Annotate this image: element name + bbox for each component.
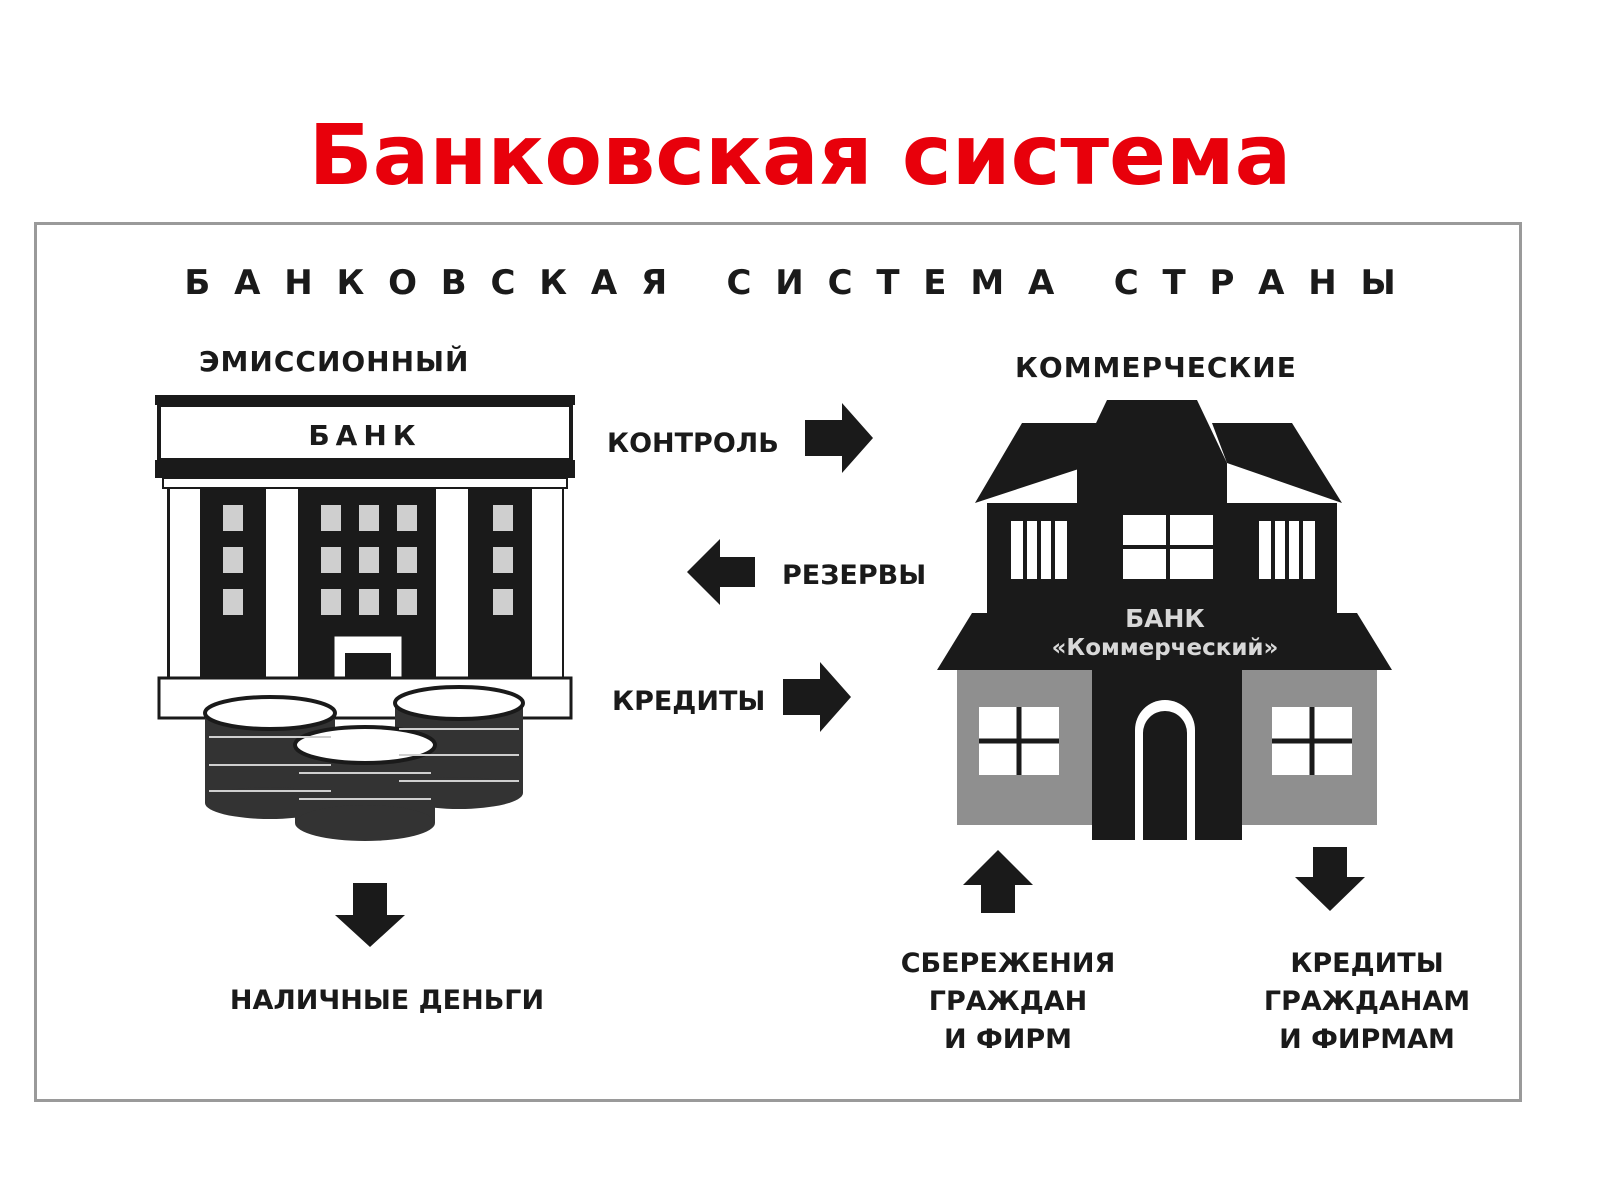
control-arrow-icon: [805, 403, 873, 473]
diagram-scene: БАНК: [155, 395, 1392, 947]
credits-label: КРЕДИТЫ: [612, 686, 766, 717]
emission-bank-label: ЭМИССИОННЫЙ: [199, 345, 470, 378]
cash-down-arrow-icon: [335, 883, 405, 947]
savings-line: ГРАЖДАН: [928, 986, 1088, 1017]
loans-line: КРЕДИТЫ: [1290, 948, 1444, 979]
slide-title: Банковская система: [308, 106, 1292, 204]
savings-up-arrow-icon: [963, 850, 1033, 913]
commercial-bank-sign-line-2: «Коммерческий»: [1052, 635, 1279, 661]
commercial-bank-house-icon: БАНК «Коммерческий»: [937, 400, 1392, 840]
savings-line: И ФИРМ: [943, 1024, 1073, 1055]
central-bank-sign: БАНК: [308, 419, 421, 452]
cash-money-label: НАЛИЧНЫЕ ДЕНЬГИ: [229, 985, 545, 1016]
loans-label: КРЕДИТЫ ГРАЖДАНАМ И ФИРМАМ: [1227, 945, 1507, 1059]
savings-line: СБЕРЕЖЕНИЯ: [900, 948, 1116, 979]
loans-down-arrow-icon: [1295, 847, 1365, 911]
coin-stacks-icon: [203, 685, 525, 841]
central-bank-building-icon: БАНК: [155, 395, 575, 720]
system-heading: БАНКОВСКАЯ СИСТЕМА СТРАНЫ: [184, 263, 1420, 303]
reserves-label: РЕЗЕРВЫ: [782, 560, 927, 591]
credits-arrow-icon: [783, 662, 851, 732]
reserves-arrow-icon: [687, 539, 755, 605]
savings-label: СБЕРЕЖЕНИЯ ГРАЖДАН И ФИРМ: [863, 945, 1153, 1059]
loans-line: И ФИРМАМ: [1279, 1024, 1455, 1055]
diagram-frame: БАНК: [34, 222, 1522, 1102]
loans-line: ГРАЖДАНАМ: [1263, 986, 1471, 1017]
commercial-banks-label: КОММЕРЧЕСКИЕ: [1015, 351, 1297, 384]
commercial-bank-sign-line-1: БАНК: [1125, 604, 1205, 633]
control-label: КОНТРОЛЬ: [607, 428, 779, 459]
